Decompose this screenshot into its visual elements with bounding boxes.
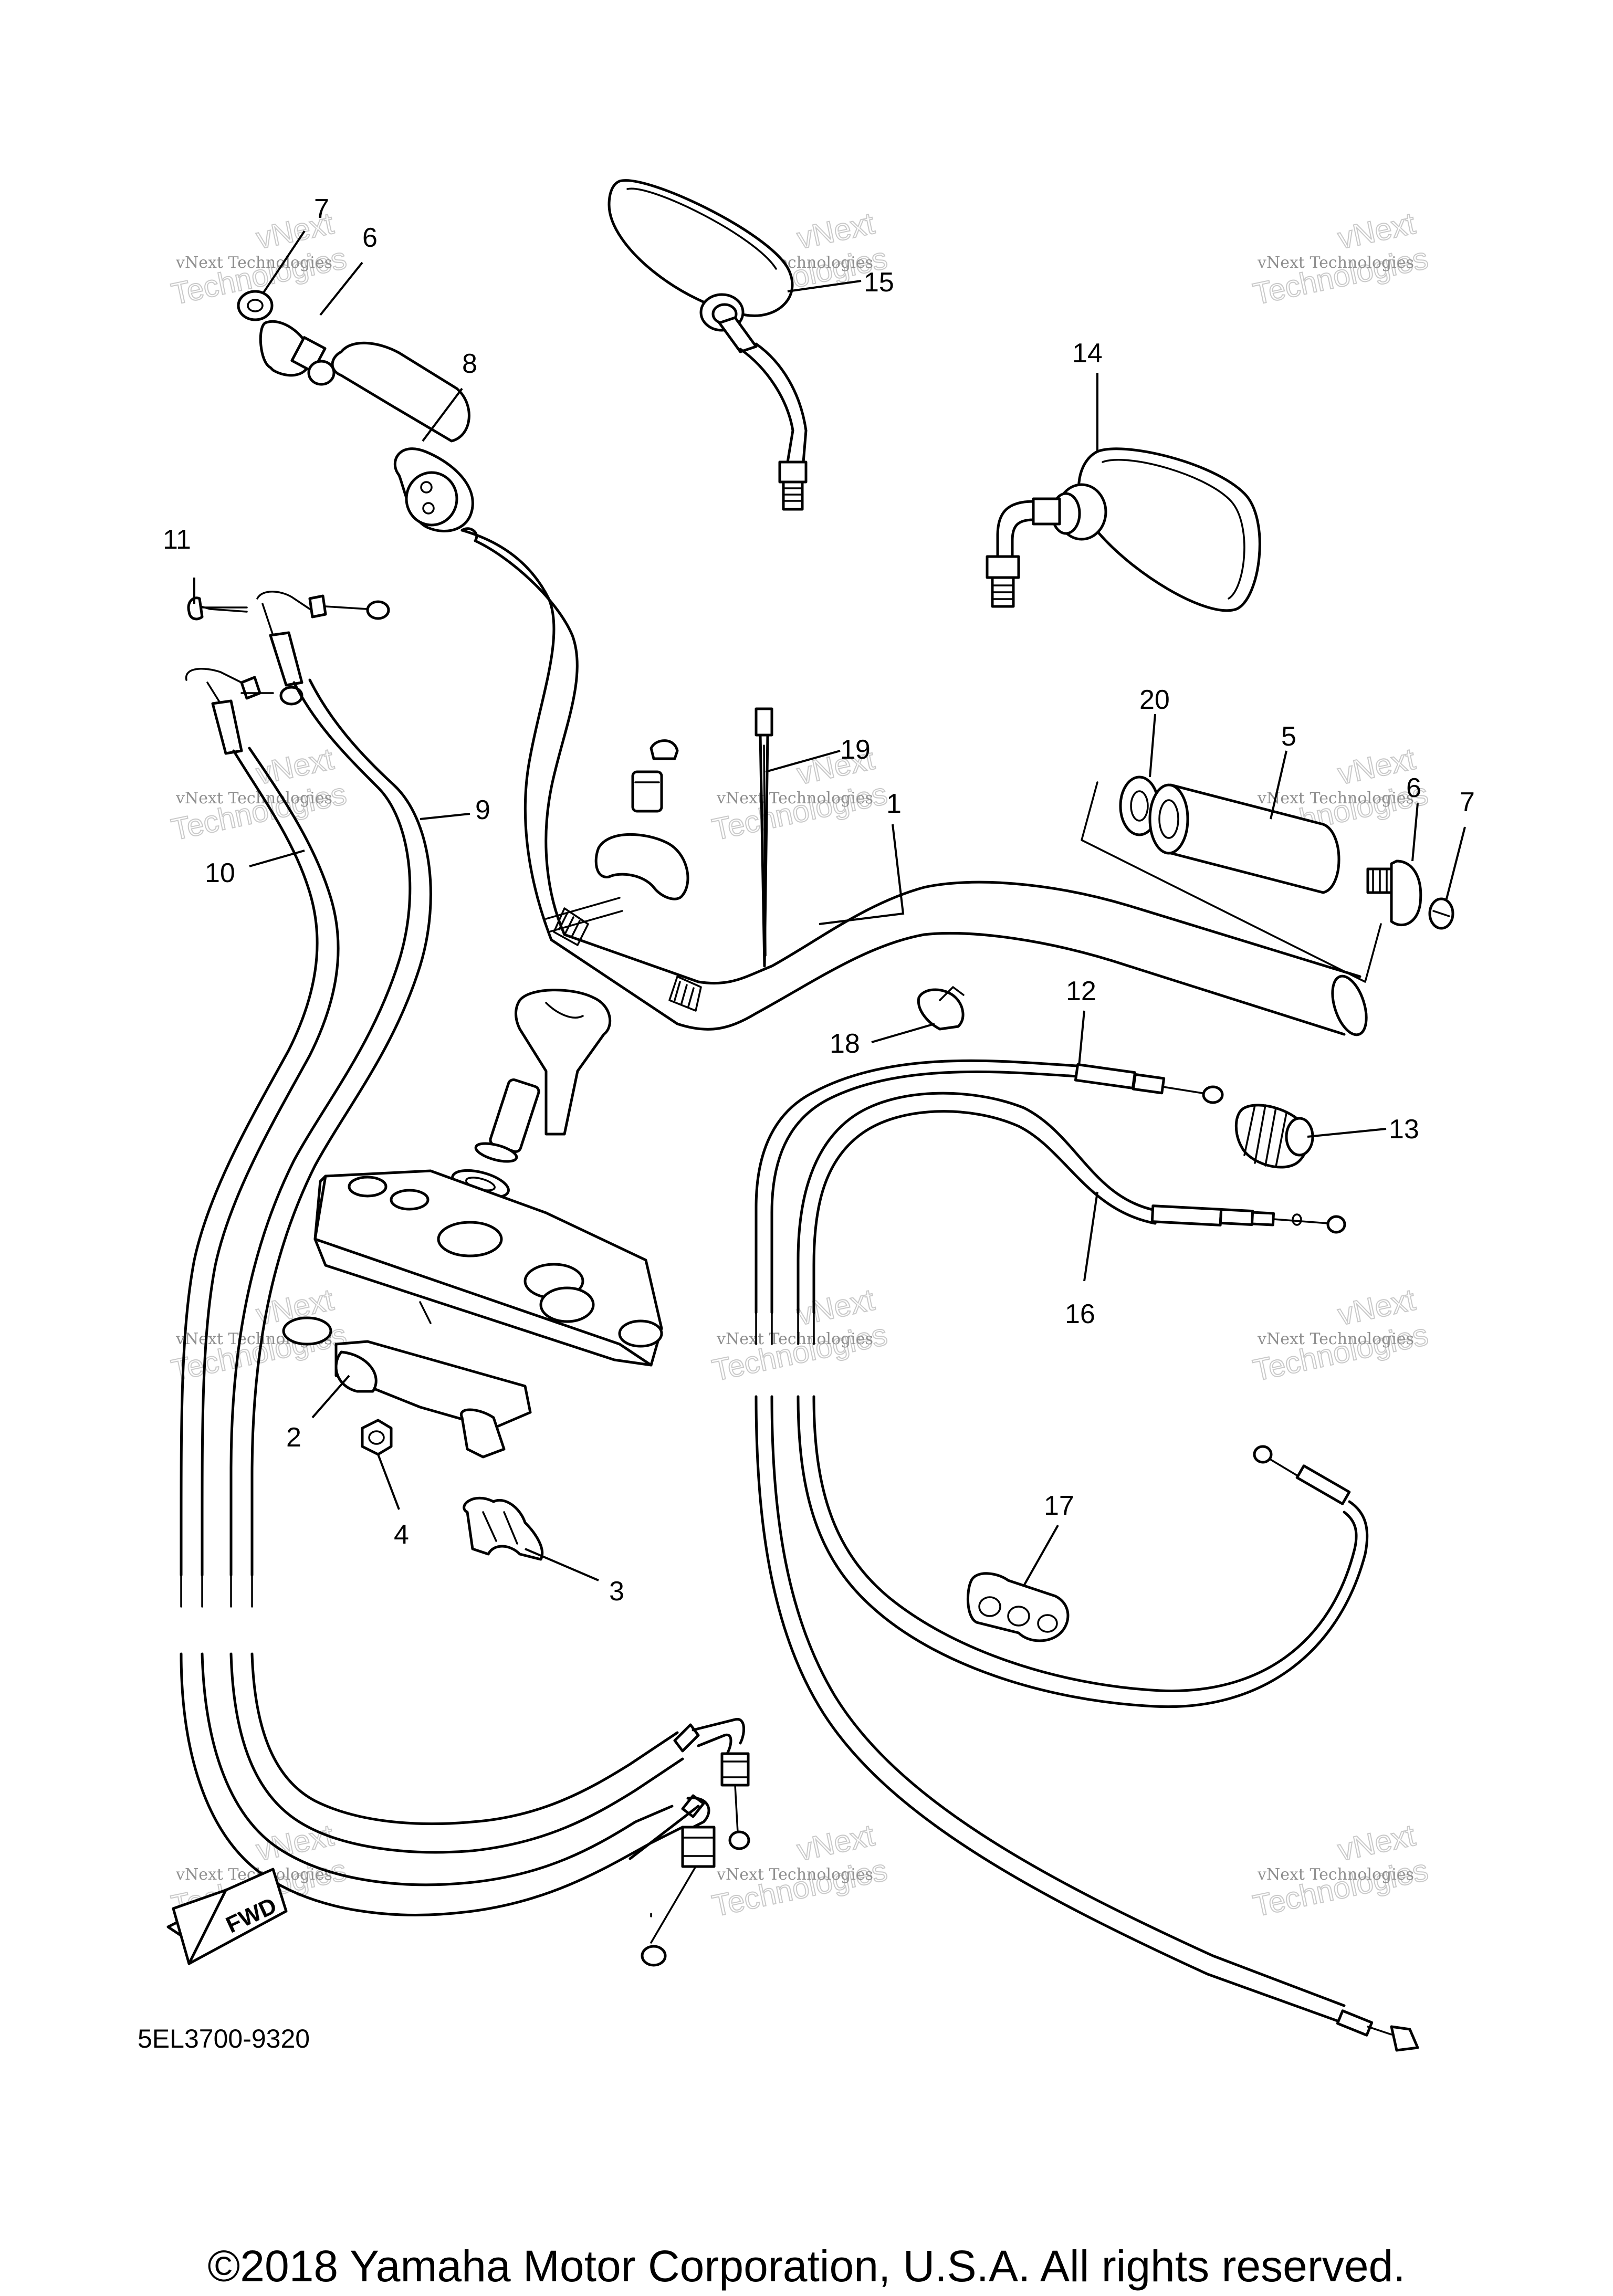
label-part-3: 3 [609, 1576, 624, 1607]
label-part-2: 2 [286, 1422, 301, 1453]
left-grip-drawing [237, 290, 474, 532]
label-part-11: 11 [163, 525, 191, 555]
watermark-small: vNext Technologies [175, 254, 332, 272]
label-part-15: 15 [864, 267, 894, 298]
riser-clamp-drawing [451, 707, 773, 1199]
fwd-arrow: FWD [166, 1868, 288, 1965]
clutch-cables-drawing [755, 986, 1419, 2052]
label-part-9: 9 [475, 795, 490, 825]
label-part-7-left: 7 [314, 194, 329, 224]
label-part-1: 1 [886, 789, 902, 819]
label-part-10: 10 [205, 858, 235, 888]
part-labels: 7 6 8 11 15 14 19 1 20 5 6 7 9 10 18 12 … [163, 194, 1475, 1607]
watermark-small: vNext Technologies [1257, 1865, 1414, 1884]
handlebar-drawing [460, 527, 1368, 1036]
label-part-5: 5 [1281, 721, 1296, 752]
leader-lines [193, 230, 1466, 1586]
right-grip-drawing [1081, 775, 1454, 983]
watermark-small: vNext Technologies [1257, 1330, 1414, 1348]
throttle-cables-drawing [180, 591, 750, 1967]
label-part-18: 18 [830, 1029, 860, 1059]
watermark-small: vNext Technologies [716, 1330, 873, 1348]
diagram-code: 5EL3700-9320 [138, 2024, 310, 2053]
label-part-20: 20 [1139, 685, 1170, 715]
watermark-small: vNext Technologies [716, 789, 873, 808]
mirror-right-drawing [986, 447, 1261, 612]
label-part-7-right: 7 [1460, 787, 1475, 817]
upper-bracket-drawing [313, 1169, 663, 1367]
label-part-6-right: 6 [1406, 773, 1421, 803]
label-part-14: 14 [1072, 338, 1103, 369]
watermark-small: vNext Technologies [1257, 254, 1414, 272]
label-part-6-left: 6 [362, 223, 378, 253]
watermark-small: vNext Technologies [1257, 789, 1414, 808]
label-part-16: 16 [1065, 1299, 1095, 1329]
label-part-8: 8 [462, 349, 477, 379]
label-part-13: 13 [1389, 1114, 1419, 1145]
watermark-small: vNext Technologies [175, 789, 332, 808]
label-part-17: 17 [1044, 1491, 1074, 1521]
label-part-19: 19 [840, 735, 871, 765]
lower-bracket-drawing [282, 1301, 544, 1561]
label-part-12: 12 [1066, 976, 1096, 1007]
watermark-small: vNext Technologies [716, 1865, 873, 1884]
copyright-notice: ©2018 Yamaha Motor Corporation, U.S.A. A… [207, 2241, 1405, 2291]
mirror-left-drawing [608, 179, 808, 511]
label-part-4: 4 [394, 1519, 409, 1550]
